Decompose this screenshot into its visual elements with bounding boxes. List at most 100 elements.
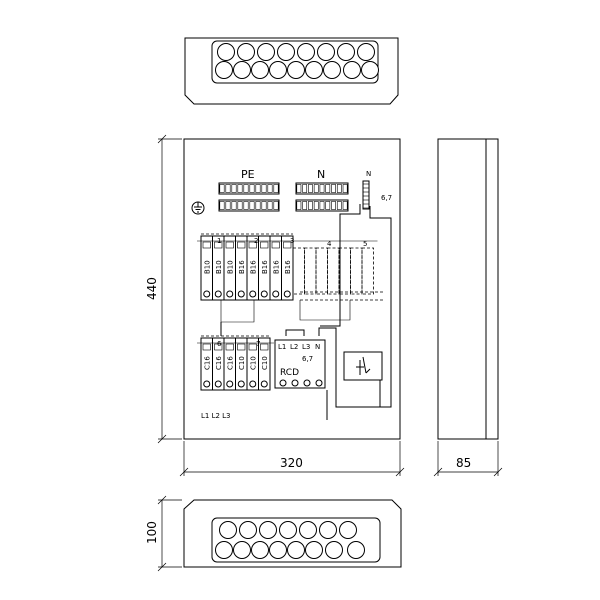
rcd-device: L1 L2 L3 N 6,7 RCD [274, 339, 326, 389]
terminal-clamp [267, 184, 273, 193]
group-4-label: 4 [327, 240, 332, 248]
terminal-clamp [296, 201, 302, 210]
breaker-top-terminal [225, 241, 234, 249]
terminal-clamp [342, 201, 348, 210]
terminal-clamp [273, 201, 279, 210]
cable-entry-hole [233, 61, 251, 79]
n-small-label: N [366, 170, 371, 178]
terminal-clamp [313, 184, 319, 193]
cable-entry-hole [237, 43, 255, 61]
cable-entry-hole [269, 61, 287, 79]
cable-entry-hole [357, 43, 375, 61]
terminal-clamp [219, 184, 225, 193]
breaker-rating-label: B16 [284, 260, 292, 274]
cable-entry-hole [347, 541, 365, 559]
terminal-clamp [302, 184, 308, 193]
breaker-bottom-terminal [226, 290, 234, 298]
breaker-top-terminal [271, 241, 280, 249]
cable-entry-hole [323, 61, 341, 79]
circuit-breaker [258, 337, 271, 391]
breaker-top-terminal [237, 343, 246, 351]
breaker-bottom-terminal [203, 290, 211, 298]
cable-entry-hole [251, 541, 269, 559]
cable-entry-hole [257, 43, 275, 61]
wiring [220, 204, 392, 420]
cable-entry-hole [215, 61, 233, 79]
spare-slot [327, 247, 340, 295]
breaker-rating-label: B10 [204, 260, 212, 274]
n-bar-label: N [317, 168, 325, 181]
terminal-clamp [219, 201, 225, 210]
terminal-clamp [336, 184, 342, 193]
cable-entry-hole [251, 61, 269, 79]
terminal-block [218, 199, 280, 212]
breaker-rating-label: C10 [261, 356, 269, 370]
breaker-rating-label: C16 [215, 356, 223, 370]
breaker-top-terminal [202, 343, 211, 351]
cable-entry-hole [239, 521, 257, 539]
cable-entry-hole [279, 521, 297, 539]
terminal-blocks [218, 180, 370, 212]
top-cable-entry-holes [215, 43, 379, 79]
side-view [437, 138, 499, 440]
spare-slot [350, 247, 363, 295]
rcd-n-label: N [315, 343, 320, 351]
terminal-clamp [237, 184, 243, 193]
breaker-bottom-terminal [272, 290, 280, 298]
terminal-clamp [243, 184, 249, 193]
breaker-top-terminal [260, 343, 269, 351]
terminal-clamp [336, 201, 342, 210]
terminal-clamp [255, 201, 261, 210]
breaker-bottom-terminal [249, 380, 257, 388]
breaker-bottom-terminal [283, 290, 291, 298]
breaker-rating-label: B16 [261, 260, 269, 274]
breaker-top-terminal [237, 241, 246, 249]
terminal-clamp [231, 201, 237, 210]
terminal-clamp [255, 184, 261, 193]
terminal-clamp [267, 201, 273, 210]
breaker-bottom-terminal [260, 290, 268, 298]
rcd-label: RCD [280, 368, 299, 378]
terminal-clamp [243, 201, 249, 210]
cable-entry-hole [287, 61, 305, 79]
terminal-clamp [319, 201, 325, 210]
earth-icon [191, 201, 205, 215]
cable-entry-hole [259, 521, 277, 539]
breaker-bottom-terminal [214, 290, 222, 298]
terminal-clamp [273, 184, 279, 193]
terminal-clamp [249, 201, 255, 210]
terminal-clamp [342, 184, 348, 193]
terminal-clamp [308, 201, 313, 210]
pe-label: PE [241, 168, 255, 181]
terminal-block [295, 199, 349, 212]
breaker-top-terminal [283, 241, 292, 249]
terminal-clamp [313, 201, 319, 210]
cable-entry-hole [269, 541, 287, 559]
breaker-rating-label: B10 [215, 260, 223, 274]
breaker-bottom-terminal [237, 290, 245, 298]
cable-entry-hole [233, 541, 251, 559]
breaker-bottom-terminal [260, 380, 268, 388]
terminal-clamp [331, 201, 336, 210]
cable-entry-hole [317, 43, 335, 61]
spare-slot [338, 247, 351, 295]
cable-entry-hole [277, 43, 295, 61]
cable-entry-hole [305, 541, 323, 559]
terminal-clamp [325, 184, 331, 193]
rcd-terminal [303, 379, 311, 387]
breaker-top-terminal [260, 241, 269, 249]
cable-entry-hole [299, 521, 317, 539]
terminal-clamp [302, 201, 308, 210]
terminal-clamp [225, 201, 231, 210]
terminal-block [295, 182, 349, 195]
breaker-top-terminal [248, 343, 257, 351]
breaker-rating-label: C16 [204, 356, 212, 370]
cable-entry-hole [361, 61, 379, 79]
rcd-terminal [291, 379, 299, 387]
breaker-top-terminal [214, 343, 223, 351]
rcd-terminal [279, 379, 287, 387]
terminal-rating-label: 6,7 [381, 194, 392, 202]
